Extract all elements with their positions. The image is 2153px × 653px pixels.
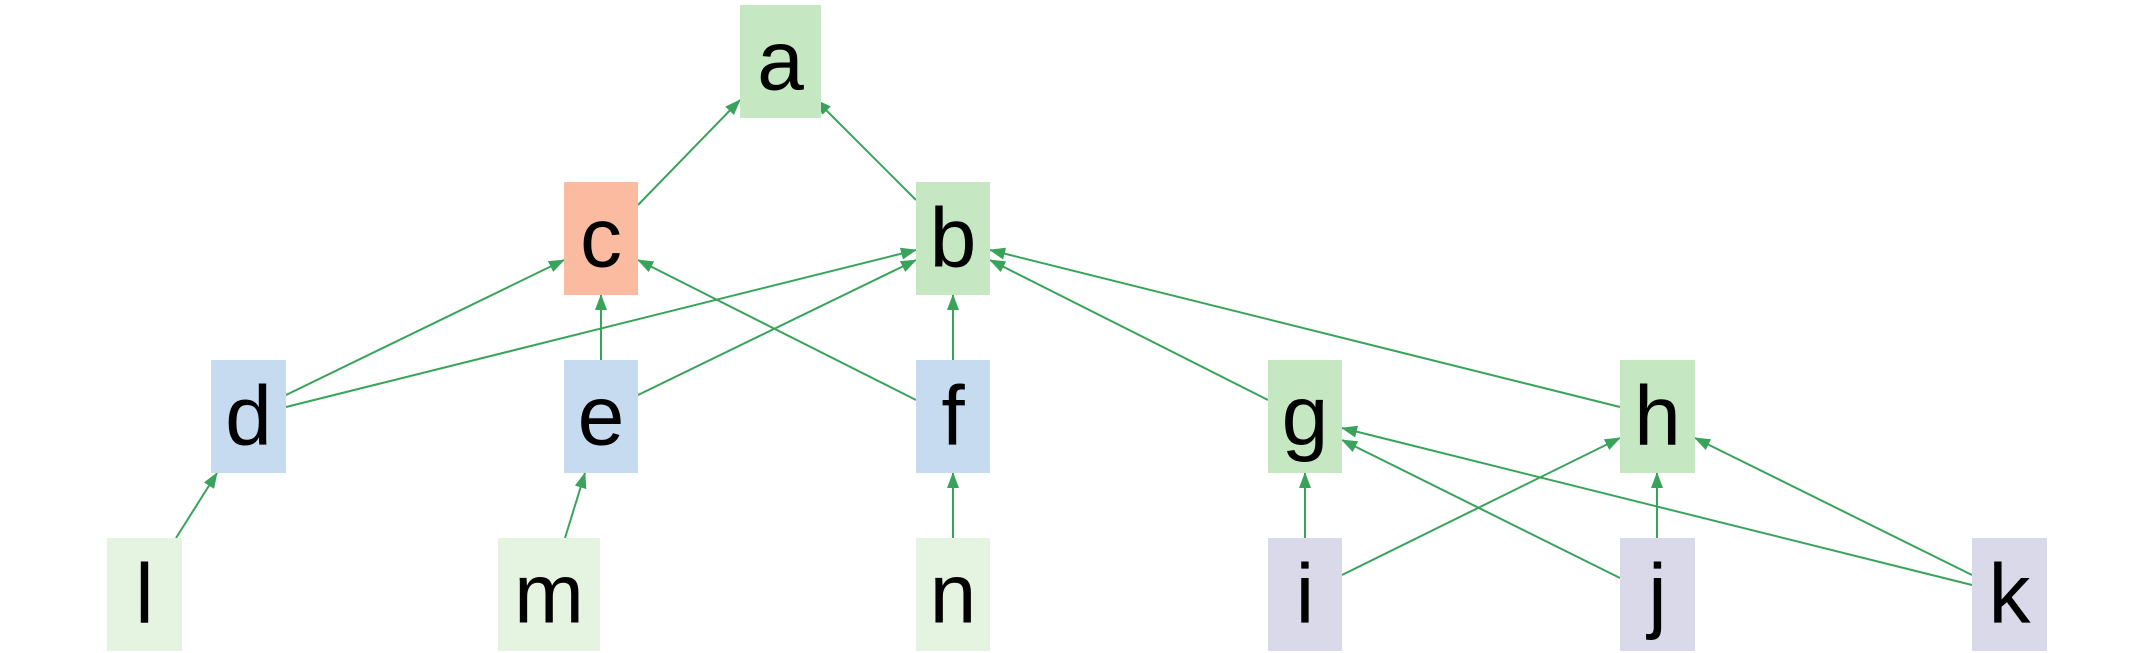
edge-k-to-h <box>1694 437 1973 576</box>
node-box-d <box>211 360 286 473</box>
node-box-j <box>1620 538 1695 651</box>
node-box-k <box>1972 538 2047 651</box>
node-box-c <box>564 182 638 295</box>
node-label-j: j <box>1645 547 1667 641</box>
node-box-m <box>498 538 600 651</box>
node-f: f <box>916 360 990 473</box>
node-box-n <box>916 538 990 651</box>
node-l: l <box>107 538 182 651</box>
node-i: i <box>1268 538 1342 651</box>
edge-f-to-c <box>637 259 917 401</box>
node-label-m: m <box>514 547 584 641</box>
node-label-d: d <box>225 369 272 463</box>
edge-e-to-b <box>637 259 917 396</box>
edge-d-to-c <box>285 259 565 396</box>
edges-layer <box>175 99 1973 586</box>
node-box-e <box>564 360 638 473</box>
edge-c-to-a <box>637 99 741 206</box>
node-label-n: n <box>930 547 977 641</box>
edge-h-to-b <box>989 247 1621 408</box>
edge-j-to-g <box>1341 439 1621 579</box>
node-h: h <box>1620 360 1695 473</box>
edge-b-to-a <box>815 99 917 201</box>
edge-d-to-b <box>285 247 917 408</box>
edge-g-to-b <box>989 259 1269 401</box>
node-e: e <box>564 360 638 473</box>
node-j: j <box>1620 538 1695 651</box>
node-b: b <box>916 182 990 295</box>
node-n: n <box>916 538 990 651</box>
node-c: c <box>564 182 638 295</box>
node-g: g <box>1268 360 1342 473</box>
node-box-i <box>1268 538 1342 651</box>
node-box-l <box>107 538 182 651</box>
edge-m-to-e <box>564 472 587 539</box>
node-box-g <box>1268 360 1342 473</box>
node-label-l: l <box>135 547 154 641</box>
node-label-f: f <box>941 369 965 463</box>
nodes-layer: a b c d e f g h l m n i j k <box>107 5 2047 651</box>
node-a: a <box>740 5 821 118</box>
node-label-i: i <box>1296 547 1315 641</box>
node-box-a <box>740 5 821 118</box>
edge-i-to-h <box>1341 437 1621 576</box>
node-label-k: k <box>1989 547 2032 641</box>
node-label-e: e <box>578 369 625 463</box>
node-label-h: h <box>1634 369 1681 463</box>
node-box-b <box>916 182 990 295</box>
edge-l-to-d <box>175 472 218 539</box>
node-box-f <box>916 360 990 473</box>
node-m: m <box>498 538 600 651</box>
node-label-c: c <box>580 191 622 285</box>
node-d: d <box>211 360 286 473</box>
node-k: k <box>1972 538 2047 651</box>
node-box-h <box>1620 360 1695 473</box>
node-label-a: a <box>757 14 804 108</box>
node-label-b: b <box>930 191 977 285</box>
node-label-g: g <box>1282 369 1329 463</box>
